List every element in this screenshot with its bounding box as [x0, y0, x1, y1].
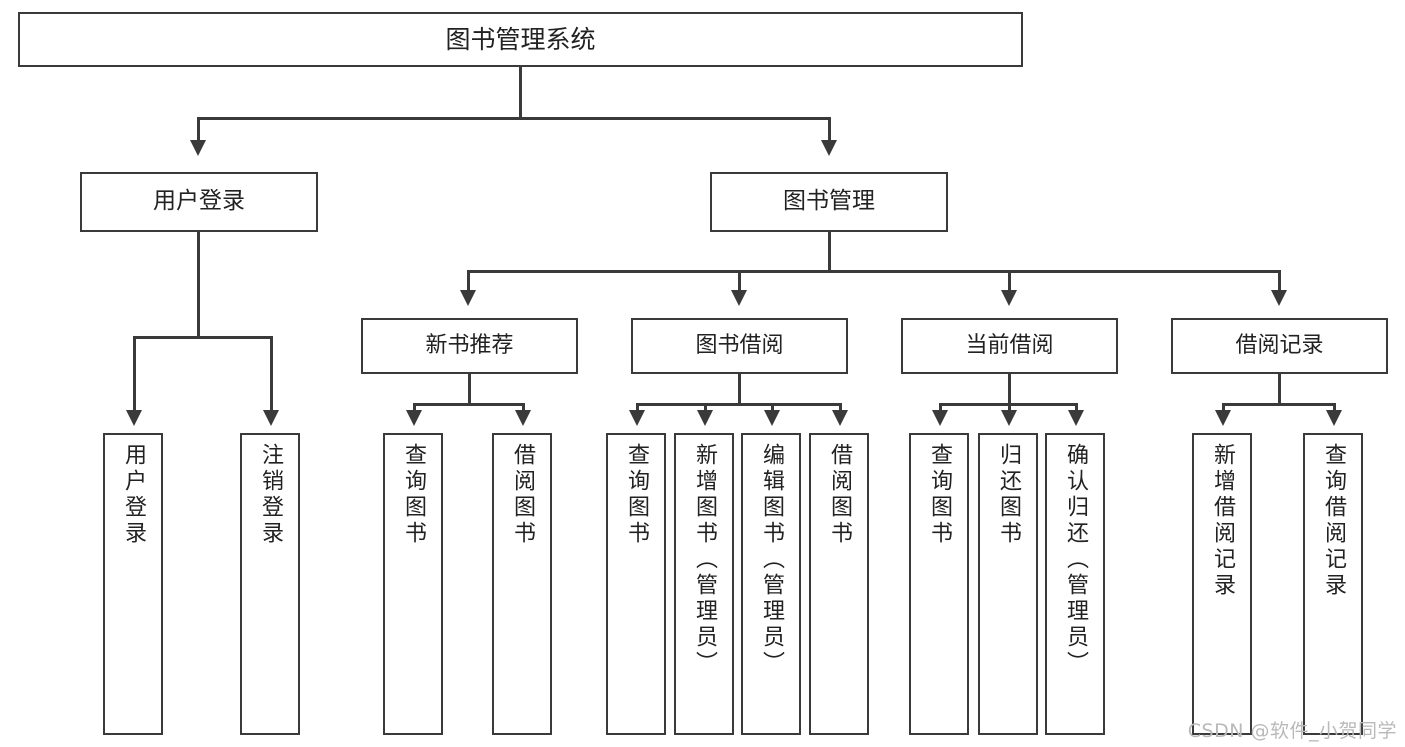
connector-book-borrow-stem	[738, 374, 741, 405]
connector-book-borrow-branch-1	[636, 403, 639, 412]
connector-book-borrow-bus	[636, 403, 840, 406]
node-label: 当前借阅	[965, 332, 1054, 358]
node-label: 新书推荐	[425, 332, 514, 358]
connector-borrow-record-branch-1	[1222, 403, 1225, 412]
connector-borrow-record-branch-2	[1333, 403, 1336, 412]
connector-current-borrow-branch-2	[1008, 403, 1011, 412]
leaf-logout[interactable]: 注销登录	[240, 433, 300, 735]
arrow-current-borrow-leaf-2	[1001, 410, 1017, 426]
leaf-user-login[interactable]: 用户登录	[103, 433, 163, 735]
leaf-label: 用户登录	[121, 443, 146, 547]
connector-user-login-stem	[197, 232, 200, 338]
connector-user-login-branch-1	[133, 336, 136, 410]
node-label: 图书管理系统	[445, 24, 596, 54]
node-label: 图书借阅	[695, 332, 784, 358]
leaf-label: 归还图书	[996, 443, 1021, 547]
node-new-book-recommend[interactable]: 新书推荐	[361, 318, 578, 374]
node-borrow-record[interactable]: 借阅记录	[1171, 318, 1388, 374]
leaf-label: 编辑图书（管理员）	[759, 443, 784, 677]
arrow-to-borrow-record	[1271, 290, 1287, 306]
arrow-book-borrow-leaf-4	[832, 410, 848, 426]
arrow-book-borrow-leaf-2	[697, 410, 713, 426]
arrow-to-book-borrow	[731, 290, 747, 306]
arrow-borrow-record-leaf-1	[1215, 410, 1231, 426]
node-book-borrow[interactable]: 图书借阅	[631, 318, 848, 374]
node-user-login[interactable]: 用户登录	[80, 172, 318, 232]
leaf-add-borrow-record[interactable]: 新增借阅记录	[1192, 433, 1252, 735]
connector-to-new-book-recommend	[467, 270, 470, 290]
leaf-label: 注销登录	[258, 443, 283, 547]
connector-borrow-record-stem	[1278, 374, 1281, 405]
leaf-borrow-book-recommend[interactable]: 借阅图书	[492, 433, 552, 735]
connector-to-book-borrow	[738, 270, 741, 290]
leaf-borrow-book[interactable]: 借阅图书	[809, 433, 869, 735]
arrow-to-user-login	[190, 140, 206, 156]
leaf-label: 借阅图书	[510, 443, 535, 547]
connector-current-borrow-stem	[1008, 374, 1011, 405]
connector-level3-bus	[467, 270, 1281, 273]
arrow-to-book-management	[821, 140, 837, 156]
connector-user-login-bus	[133, 336, 273, 339]
connector-book-borrow-branch-3	[771, 403, 774, 412]
arrow-book-borrow-leaf-1	[629, 410, 645, 426]
arrow-borrow-record-leaf-2	[1326, 410, 1342, 426]
leaf-add-book-admin[interactable]: 新增图书（管理员）	[674, 433, 734, 735]
connector-to-book-management	[828, 117, 831, 140]
leaf-label: 新增图书（管理员）	[692, 443, 717, 677]
connector-new-book-stem	[468, 374, 471, 405]
arrow-to-current-borrow	[1001, 290, 1017, 306]
leaf-query-borrow-record[interactable]: 查询借阅记录	[1303, 433, 1363, 735]
leaf-query-book-borrow[interactable]: 查询图书	[606, 433, 666, 735]
connector-to-current-borrow	[1008, 270, 1011, 290]
arrow-new-book-leaf-2	[515, 410, 531, 426]
leaf-label: 查询图书	[927, 443, 952, 547]
leaf-return-book[interactable]: 归还图书	[978, 433, 1038, 735]
connector-current-borrow-branch-3	[1075, 403, 1078, 412]
leaf-edit-book-admin[interactable]: 编辑图书（管理员）	[741, 433, 801, 735]
leaf-label: 借阅图书	[827, 443, 852, 547]
arrow-user-login-leaf-1	[126, 410, 142, 426]
leaf-query-book-current[interactable]: 查询图书	[909, 433, 969, 735]
arrow-to-new-book-recommend	[460, 290, 476, 306]
connector-to-borrow-record	[1278, 270, 1281, 290]
connector-book-management-stem	[828, 232, 831, 272]
leaf-label: 查询图书	[624, 443, 649, 547]
node-current-borrow[interactable]: 当前借阅	[901, 318, 1118, 374]
connector-book-borrow-branch-2	[704, 403, 707, 412]
arrow-book-borrow-leaf-3	[764, 410, 780, 426]
node-label: 图书管理	[783, 188, 875, 215]
node-root-book-management-system[interactable]: 图书管理系统	[18, 12, 1023, 67]
connector-new-book-bus	[413, 403, 525, 406]
arrow-user-login-leaf-2	[263, 410, 279, 426]
connector-root-bus	[197, 117, 831, 120]
arrow-current-borrow-leaf-3	[1068, 410, 1084, 426]
leaf-query-book-recommend[interactable]: 查询图书	[383, 433, 443, 735]
connector-to-user-login	[197, 117, 200, 140]
node-label: 借阅记录	[1235, 332, 1324, 358]
connector-current-borrow-branch-1	[939, 403, 942, 412]
leaf-confirm-return-admin[interactable]: 确认归还（管理员）	[1045, 433, 1105, 735]
arrow-new-book-leaf-1	[406, 410, 422, 426]
connector-root-stem	[519, 66, 522, 118]
connector-new-book-branch-2	[522, 403, 525, 412]
leaf-label: 确认归还（管理员）	[1063, 443, 1088, 677]
leaf-label: 新增借阅记录	[1210, 443, 1235, 599]
node-label: 用户登录	[153, 188, 245, 215]
connector-book-borrow-branch-4	[839, 403, 842, 412]
connector-user-login-branch-2	[270, 336, 273, 410]
node-book-management[interactable]: 图书管理	[710, 172, 948, 232]
arrow-current-borrow-leaf-1	[932, 410, 948, 426]
connector-new-book-branch-1	[413, 403, 416, 412]
leaf-label: 查询借阅记录	[1321, 443, 1346, 599]
leaf-label: 查询图书	[401, 443, 426, 547]
connector-borrow-record-bus	[1222, 403, 1336, 406]
